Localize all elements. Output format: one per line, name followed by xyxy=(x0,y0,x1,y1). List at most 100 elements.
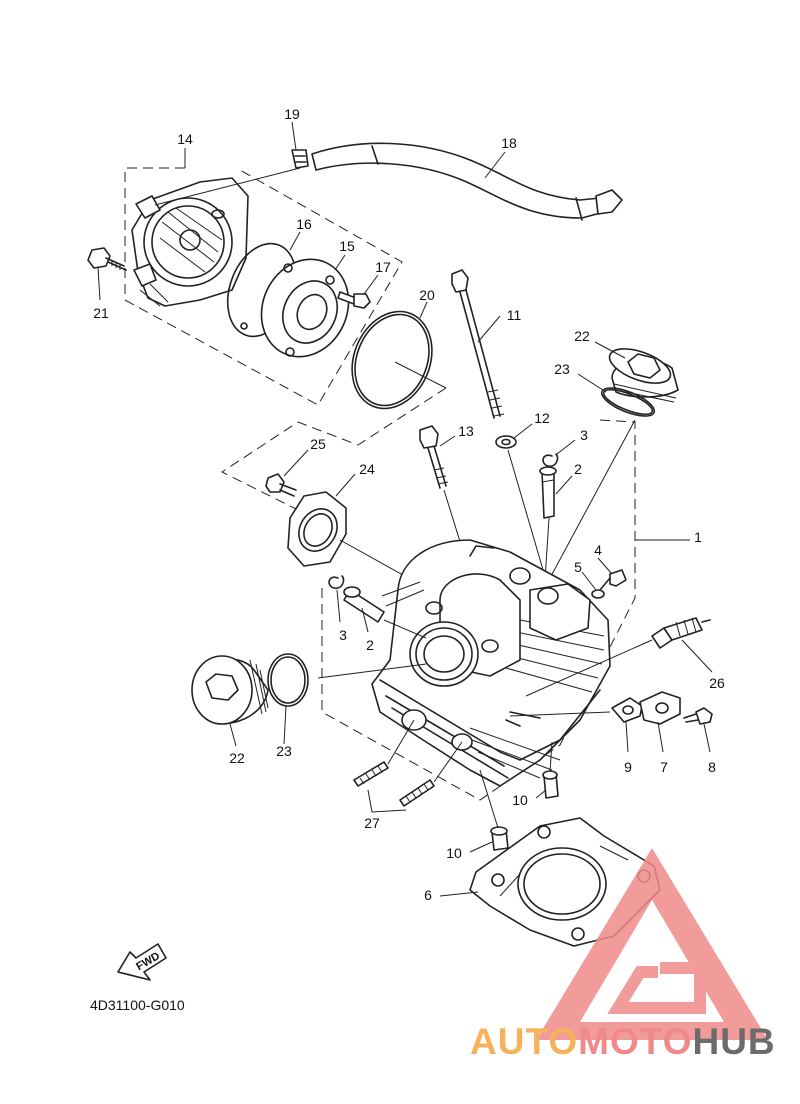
head-bolt xyxy=(419,425,449,489)
leader-23-top xyxy=(577,373,607,393)
valve-cover-plate xyxy=(260,258,350,358)
hose-clip xyxy=(291,149,309,169)
callout-7: 7 xyxy=(660,759,668,775)
watermark-triangle-icon xyxy=(536,848,768,1040)
callout-9: 9 xyxy=(624,759,632,775)
leader-21 xyxy=(97,267,101,301)
stud-bolts xyxy=(353,761,435,807)
side-bolt xyxy=(599,569,627,591)
callout-16: 16 xyxy=(296,216,312,232)
dowel-lower-alignment-line xyxy=(479,769,499,829)
top-plug xyxy=(608,348,679,403)
leader-9 xyxy=(625,721,629,753)
air-hose xyxy=(311,142,623,221)
callout-5: 5 xyxy=(574,559,582,575)
callout-22-side: 22 xyxy=(229,750,245,766)
guide-lower-alignment-line xyxy=(383,619,427,639)
plug-alignment-line xyxy=(549,419,636,579)
spark-plug-alignment-line xyxy=(525,639,653,697)
leader-4 xyxy=(597,557,613,575)
valve-guide-top xyxy=(539,466,557,519)
leader-3-top xyxy=(556,439,576,455)
callout-23-top: 23 xyxy=(554,361,570,377)
leader-20 xyxy=(419,301,428,319)
callout-23-side: 23 xyxy=(276,743,292,759)
callout-6: 6 xyxy=(424,887,432,903)
leader-25 xyxy=(283,449,309,477)
joint-bolt xyxy=(265,473,297,497)
callout-21: 21 xyxy=(93,305,109,321)
cylinder-head xyxy=(371,539,611,787)
callout-3-top: 3 xyxy=(580,427,588,443)
leader-7 xyxy=(657,721,664,753)
valve-cotter-clip-top xyxy=(542,453,559,468)
callout-19: 19 xyxy=(284,106,300,122)
callout-27: 27 xyxy=(364,815,380,831)
stud-alignment-line-1 xyxy=(387,719,415,765)
leader-12 xyxy=(513,423,533,439)
leader-10-upper xyxy=(535,789,547,799)
leader-2-top xyxy=(555,475,573,495)
callout-22-top: 22 xyxy=(574,328,590,344)
leader-24 xyxy=(335,473,356,497)
callout-2-lower: 2 xyxy=(366,637,374,653)
washer-alignment-line xyxy=(507,449,547,581)
callout-4: 4 xyxy=(594,542,602,558)
watermark-text: AUTOMOTOHUB xyxy=(470,1021,776,1062)
hose-clip-connector xyxy=(154,167,301,206)
callout-13: 13 xyxy=(458,423,474,439)
guide-alignment-line xyxy=(544,517,550,581)
callout-2-top: 2 xyxy=(574,461,582,477)
dowel-upper-alignment-line xyxy=(549,741,553,773)
leader-17 xyxy=(363,274,379,295)
leader-15 xyxy=(334,254,346,271)
ring-alignment-line xyxy=(394,361,447,389)
callout-10-upper: 10 xyxy=(512,792,528,808)
callout-8: 8 xyxy=(708,759,716,775)
leader-3-lower xyxy=(336,589,341,623)
leader-10-lower xyxy=(469,841,493,853)
callout-25: 25 xyxy=(310,436,326,452)
leader-27 xyxy=(367,789,407,813)
leader-11 xyxy=(477,315,501,343)
plate-alignment-line xyxy=(509,711,611,717)
air-cut-valve-group-outline xyxy=(124,167,403,406)
leader-19 xyxy=(291,121,297,151)
side-plug-o-ring xyxy=(267,653,309,707)
callout-1: 1 xyxy=(694,529,702,545)
automotohub-watermark-logo xyxy=(536,848,768,1040)
small-gasket xyxy=(611,697,643,723)
leader-26 xyxy=(681,639,713,673)
forward-direction-arrow-icon: FWD xyxy=(117,943,167,981)
valve-cotter-clip-lower xyxy=(328,575,345,590)
leader-8 xyxy=(703,723,711,753)
diagram-code: 4D31100-G010 xyxy=(90,997,185,1013)
leader-22-side xyxy=(229,723,237,747)
callout-20: 20 xyxy=(419,287,435,303)
leader-23-side xyxy=(283,705,287,745)
spark-plug xyxy=(651,617,711,649)
callout-15: 15 xyxy=(339,238,355,254)
leader-6 xyxy=(439,891,479,897)
leader-2-lower xyxy=(361,607,369,633)
intake-group-outline xyxy=(221,387,447,521)
leader-13 xyxy=(439,435,456,447)
stud-alignment-line-2 xyxy=(433,741,463,783)
leader-18 xyxy=(484,151,506,179)
dowel-pin-upper xyxy=(542,770,559,799)
side-bolt-washer xyxy=(591,589,605,599)
plate-bolt xyxy=(683,707,713,725)
callout-24: 24 xyxy=(359,461,375,477)
callout-18: 18 xyxy=(501,135,517,151)
long-stud-bolt xyxy=(451,269,505,419)
bolt-washer xyxy=(495,435,517,449)
cover-plate-small xyxy=(639,691,681,725)
cylinder-head-group-outline xyxy=(321,419,636,801)
callout-10-lower: 10 xyxy=(446,845,462,861)
watermark-text-hub: HUB xyxy=(692,1021,775,1062)
leader-5 xyxy=(581,571,597,591)
callout-26: 26 xyxy=(709,675,725,691)
top-plug-o-ring xyxy=(600,387,656,417)
watermark-text-auto: AUTO xyxy=(470,1021,578,1062)
